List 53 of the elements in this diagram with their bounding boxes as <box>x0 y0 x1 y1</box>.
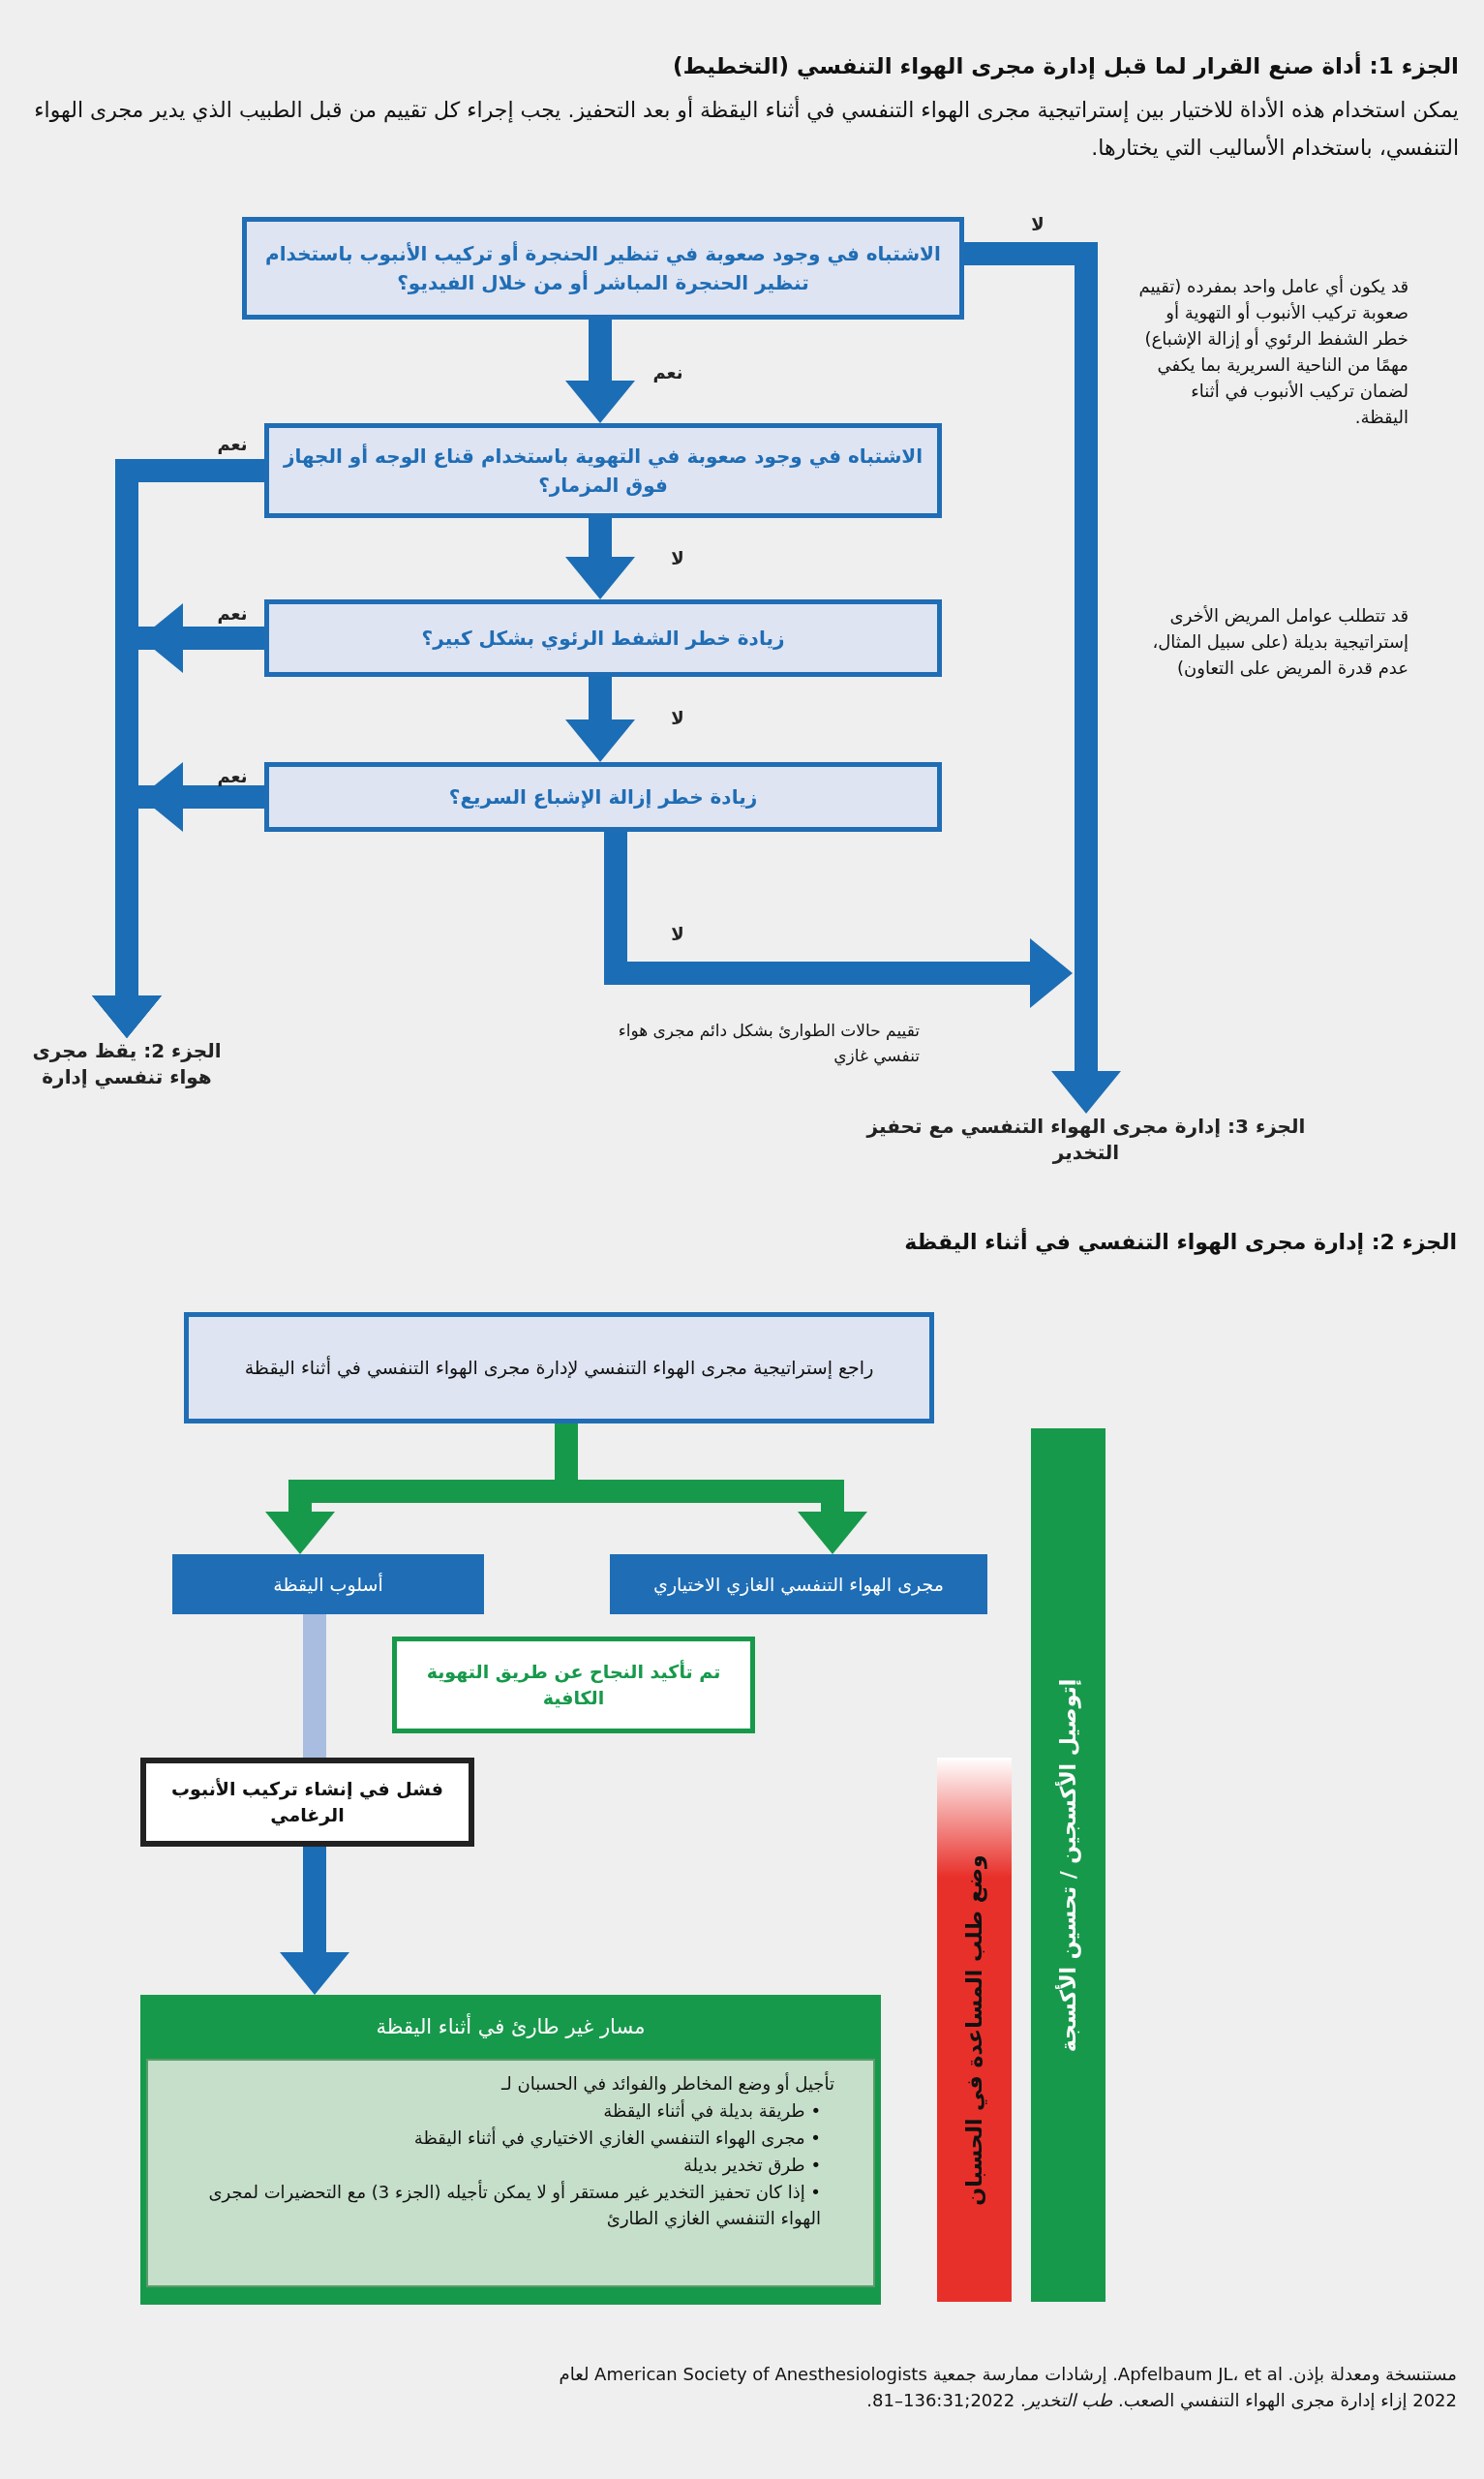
card-header: مسار غير طارئ في أثناء اليقظة <box>375 2012 647 2040</box>
bullet-item: • طرق تخدير بديلة <box>681 2153 821 2178</box>
box-text: الاشتباه في وجود صعوبة في تنظير الحنجرة أو تركيب الأنبوب باستخدام تنظير الحنجرة المباشر أو من خلال الفيديو؟ <box>264 240 942 296</box>
arrow <box>964 242 1121 1114</box>
diagram-title: الجزء 1: أداة صنع القرار لما قبل إدارة مجرى الهواء التنفسي (التخطيط) <box>672 53 1459 78</box>
connector-line <box>303 1614 326 1758</box>
side-note: قد تتطلب عوامل المريض الأخرى إستراتيجية بديلة (على سبيل المثال، عدم قدرة المريض على التعاون) <box>1151 604 1408 681</box>
side-note: قد يكون أي عامل واحد بمفرده (تقييم صعوبة تركيب الأنبوب أو التهوية أو خطر الشفط الرئوي أو إزالة الإشباع) مهمًا من الناحية السريرية بما يكفي لضمان تركيب الأنبوب في أثناء اليقظة. <box>1137 274 1408 429</box>
edge-label: نعم <box>216 766 249 786</box>
option-box <box>172 1554 484 1614</box>
box-text: زيادة خطر الشفط الرئوي بشكل كبير؟ <box>421 626 785 653</box>
edge-label: نعم <box>216 434 249 454</box>
edge-label: نعم <box>216 603 249 624</box>
body-text: تأجيل أو وضع المخاطر والفوائد في الحسبان لـ <box>500 2070 834 2096</box>
arrow <box>92 762 264 1038</box>
box-text: مجرى الهواء التنفسي الغازي الاختياري <box>653 1574 944 1595</box>
note-text: تقييم حالات الطوارئ بشكل دائم مجرى هواء تنفسي غازي <box>617 1020 920 1068</box>
box-text: تم تأكيد النجاح عن طريق التهوية الكافية <box>425 1659 722 1710</box>
edge-label: لا <box>670 924 685 944</box>
outcome-label: الجزء 2: يقظ مجرى هواء تنفسي إدارة <box>11 1038 243 1154</box>
edge-label: نعم <box>651 362 684 383</box>
box-text: الاشتباه في وجود صعوبة في التهوية باستخدام قناع الوجه أو الجهاز فوق المزمار؟ <box>283 443 924 499</box>
success-box <box>392 1637 755 1733</box>
decision-box <box>264 762 942 832</box>
box-text: أسلوب اليقظة <box>273 1574 383 1595</box>
arrow <box>280 1847 349 1995</box>
box-text: زيادة خطر إزالة الإشباع السريع؟ <box>448 784 758 811</box>
pathway-card <box>140 1995 881 2305</box>
intro-paragraph: يمكن استخدام هذه الأداة للاختيار بين إستراتيجية مجرى الهواء التنفسي في أثناء اليقظة أو بعد التحفيز. يجب إجراء كل تقييم من قبل الطبيب الذي يدير مجرى الهواء التنفسي، باستخدام الأساليب التي يختارها. <box>33 95 1459 163</box>
bullet-item: • إذا كان تحفيز التخدير غير مستقر أو لا يمكن تأجيله (الجزء 3) مع التحضيرات لمجرى الهواء التنفسي الغازي الطارئ <box>207 2179 821 2231</box>
option-box <box>610 1554 987 1614</box>
bar-text: إتوصيل الأكسجين / تحسين الأكسجة <box>1056 1678 1080 2052</box>
bullet-item: • مجرى الهواء التنفسي الغازي الاختياري في أثناء اليقظة <box>412 2126 821 2151</box>
outcome-label: الجزء 3: إدارة مجرى الهواء التنفسي مع تحفيز التخدير <box>844 1114 1328 1201</box>
arrow <box>565 518 635 599</box>
help-bar <box>937 1758 1012 2302</box>
decision-box <box>242 217 964 320</box>
process-box <box>184 1312 934 1423</box>
decision-box <box>264 423 942 518</box>
bullet-item: • طريقة بديلة في أثناء اليقظة <box>602 2098 821 2124</box>
edge-label: لا <box>670 708 685 728</box>
bar-text: وضع طلب المساعدة في الحسبان <box>962 1853 986 2206</box>
arrow <box>565 677 635 762</box>
arrow <box>565 320 635 423</box>
edge-label: لا <box>670 548 685 568</box>
section-heading: الجزء 2: إدارة مجرى الهواء التنفسي في أثناء اليقظة <box>903 1228 1457 1257</box>
box-text: راجع إستراتيجية مجرى الهواء التنفسي لإدارة مجرى الهواء التنفسي في أثناء اليقظة <box>244 1355 874 1381</box>
oxygenation-bar <box>1031 1428 1105 2302</box>
arrow <box>604 832 1073 1008</box>
box-text: فشل في إنشاء تركيب الأنبوب الرغامي <box>169 1777 445 1828</box>
decision-box <box>264 599 942 677</box>
edge-label: لا <box>1030 214 1045 234</box>
failure-box <box>140 1758 474 1847</box>
